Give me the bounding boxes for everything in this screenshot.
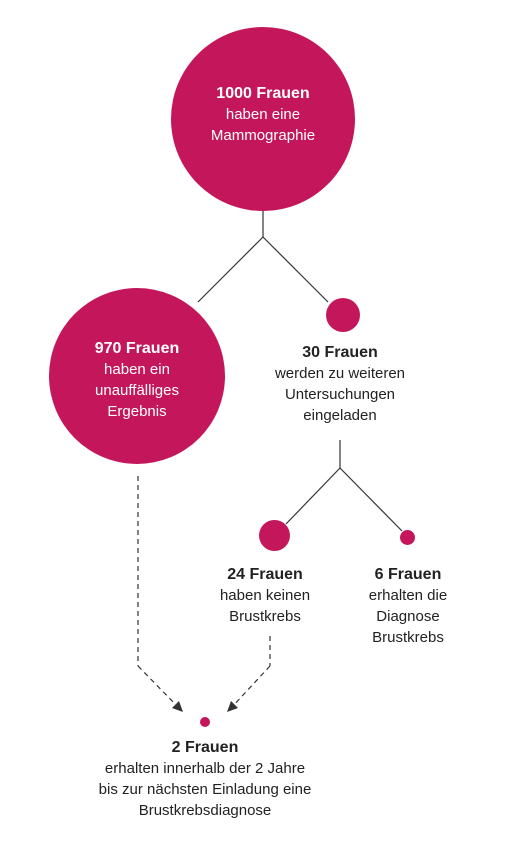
connector-root-right: [262, 236, 329, 303]
normal-result-count: 970 Frauen: [94, 340, 180, 357]
interval-cancer-line-1: erhalten innerhalb der 2 Jahre: [104, 760, 306, 777]
dashed-connector-right-diagonal: [231, 665, 271, 708]
no-cancer-circle: [259, 520, 290, 551]
cancer-circle: [400, 530, 415, 545]
no-cancer-label: 24 Frauen haben keinen Brustkrebs: [190, 564, 340, 627]
connector-further-right: [339, 467, 403, 532]
interval-cancer-line-3: Brustkrebsdiagnose: [138, 802, 272, 819]
cancer-line-1: erhalten die: [368, 587, 448, 604]
normal-result-line-1: haben ein: [104, 361, 170, 378]
arrowhead-right: [227, 701, 238, 712]
no-cancer-line-1: haben keinen: [219, 587, 311, 604]
normal-result-circle: 970 Frauen haben ein unauffälliges Ergeb…: [49, 288, 225, 464]
interval-cancer-count: 2 Frauen: [171, 739, 239, 756]
further-exam-line-2: Untersuchungen: [284, 386, 396, 403]
normal-result-line-2: unauffälliges: [95, 382, 179, 399]
further-exam-line-1: werden zu weiteren: [274, 365, 406, 382]
dashed-connector-left-diagonal: [137, 665, 179, 708]
interval-cancer-label: 2 Frauen erhalten innerhalb der 2 Jahre …: [55, 737, 355, 821]
interval-cancer-circle: [200, 717, 210, 727]
cancer-line-3: Brustkrebs: [372, 629, 444, 646]
further-exam-count: 30 Frauen: [302, 344, 378, 361]
cancer-count: 6 Frauen: [374, 566, 442, 583]
root-node-text: 1000 Frauen haben eine Mammographie: [171, 83, 355, 146]
interval-cancer-line-2: bis zur nächsten Einladung eine: [98, 781, 312, 798]
arrowhead-left: [172, 701, 183, 712]
root-node-line-1: haben eine: [225, 106, 301, 123]
cancer-line-2: Diagnose: [376, 608, 440, 625]
no-cancer-count: 24 Frauen: [227, 566, 303, 583]
root-node-line-2: Mammographie: [210, 127, 316, 144]
connector-root-left: [197, 236, 264, 303]
no-cancer-line-2: Brustkrebs: [229, 608, 301, 625]
further-exam-circle: [326, 298, 360, 332]
normal-result-text: 970 Frauen haben ein unauffälliges Ergeb…: [49, 338, 225, 422]
further-exam-line-3: eingeladen: [303, 407, 377, 424]
cancer-label: 6 Frauen erhalten die Diagnose Brustkreb…: [338, 564, 478, 648]
further-exam-label: 30 Frauen werden zu weiteren Untersuchun…: [240, 342, 440, 426]
root-node-count: 1000 Frauen: [216, 85, 310, 102]
connector-further-left: [285, 467, 341, 525]
normal-result-line-3: Ergebnis: [107, 403, 167, 420]
root-node-circle: 1000 Frauen haben eine Mammographie: [171, 27, 355, 211]
